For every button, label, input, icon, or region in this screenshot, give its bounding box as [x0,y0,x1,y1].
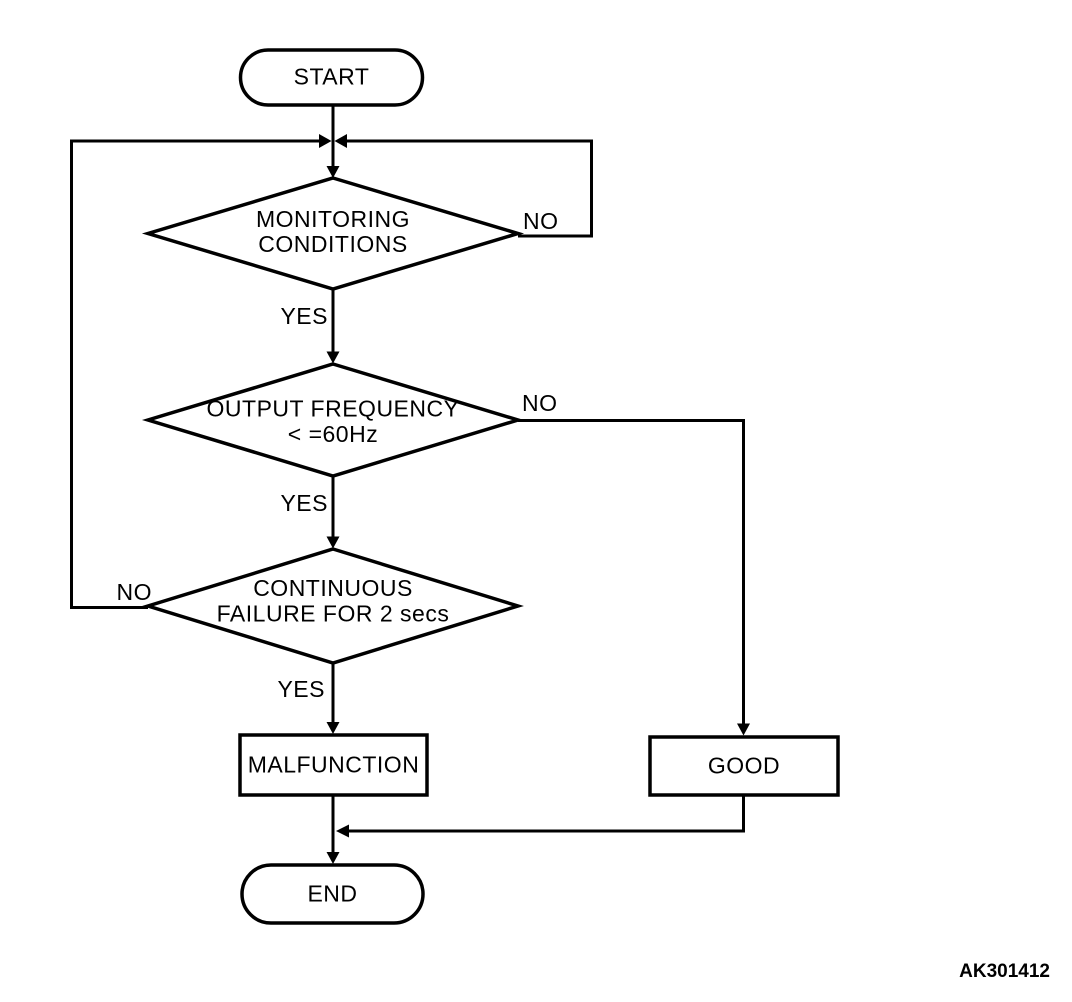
node-monitoring-label-line2: CONDITIONS [258,231,407,257]
edge-continuous-yes-label: YES [277,676,325,702]
arrowhead-into-good [737,723,750,736]
arrowhead-loop-left-into-junction [319,134,332,148]
arrowhead-into-frequency [326,351,340,364]
edge-monitoring-yes-label: YES [280,303,328,329]
node-start-shape [238,48,425,107]
arrowhead-into-continuous [326,536,340,549]
edge-monitoring-no-line [347,139,593,238]
node-end-label: END [307,881,357,907]
node-frequency-label-line1: OUTPUT FREQUENCY [207,396,460,422]
node-continuous-shape [142,547,524,665]
edge-continuous-no-line [70,139,319,609]
edge-monitoring-no-label: NO [523,208,559,234]
edge-frequency-no-line [518,419,745,724]
edge-continuous-no-label: NO [117,579,153,605]
edge-good-to-merge-line [349,795,745,833]
edge-frequency-no-label: NO [522,390,558,416]
arrowhead-into-end [326,852,340,864]
node-start-label: START [294,64,370,90]
arrowhead-into-monitoring [326,166,340,178]
node-monitoring-shape [141,176,525,291]
arrowhead-merge-into-end-line [336,824,349,838]
node-frequency-label-line2: < =60Hz [288,421,378,447]
node-malfunction-shape [238,733,429,797]
node-malfunction-label: MALFUNCTION [248,752,420,778]
node-end-shape [240,863,425,925]
figure-code: AK301412 [959,961,1050,982]
node-continuous-label-line2: FAILURE FOR 2 secs [217,601,450,627]
edge-frequency-yes-label: YES [280,490,328,516]
node-good-label: GOOD [708,753,780,779]
node-good-shape [648,735,840,797]
node-monitoring-label-line1: MONITORING [256,206,410,232]
arrowhead-into-malfunction [326,722,340,734]
node-continuous-label-line1: CONTINUOUS [253,575,413,601]
arrowhead-loop-right-into-junction [334,134,347,148]
node-frequency-shape [141,362,525,478]
